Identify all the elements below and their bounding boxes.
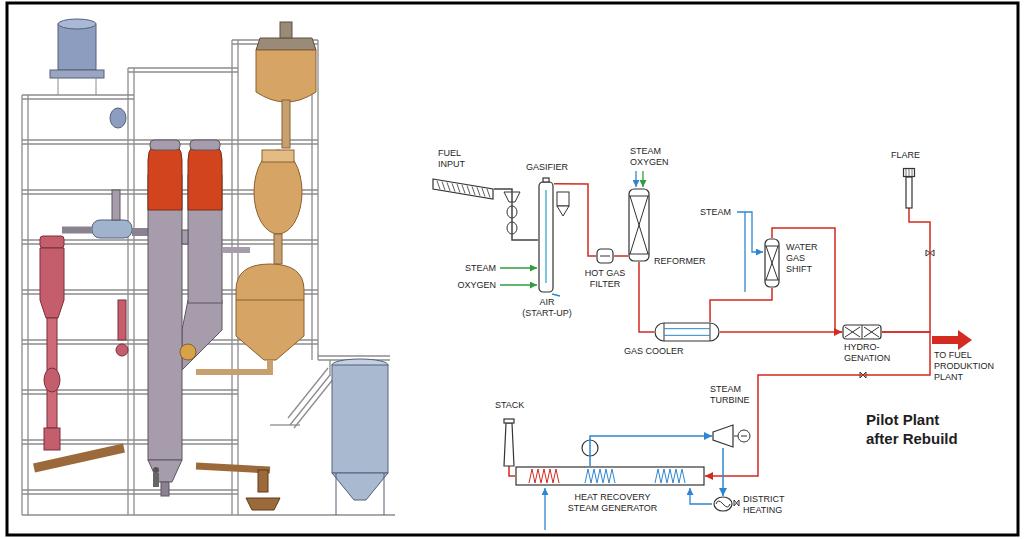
equipment-symbol	[628, 188, 650, 262]
pipe-connector	[772, 228, 842, 332]
equipment-label: DISTRICT HEATING	[743, 494, 795, 516]
screw-conveyor: FUEL INPUT	[432, 178, 494, 200]
pipe-connector	[720, 331, 842, 333]
stream-label: STEAM OXYGEN	[630, 146, 670, 168]
stream-label: STEAM	[700, 207, 736, 218]
equipment-symbol	[764, 238, 780, 288]
stack: STACK	[503, 418, 515, 466]
pipe-connector	[882, 208, 930, 332]
equipment-label: REFORMER	[654, 256, 714, 267]
pipe-connector	[705, 332, 930, 476]
stream-label: AIR (START-UP)	[522, 297, 572, 319]
equipment-label: STEAM TURBINE	[710, 384, 756, 406]
pipe-connector	[722, 448, 724, 496]
district-heat-exchanger: DISTRICT HEATING	[713, 496, 733, 512]
equipment-label: STACK	[495, 400, 535, 411]
heat-recovery-steam-generator: HEAT RECOVERY STEAM GENERATOR	[515, 466, 705, 486]
equipment-symbol	[712, 424, 734, 448]
stream-label: OXYGEN	[444, 280, 496, 291]
shift-reactor: WATER GAS SHIFT	[764, 238, 780, 288]
pipe-connector	[710, 288, 772, 322]
pipe-connector	[509, 466, 515, 476]
equipment-symbol	[903, 168, 915, 208]
equipment-label: GASIFIER	[526, 162, 586, 173]
equipment-symbol	[713, 496, 733, 512]
gas-cooler: GAS COOLER	[654, 322, 720, 342]
equipment-label: HOT GAS FILTER	[582, 268, 628, 290]
pipe-connector	[639, 262, 654, 332]
pipe-connector	[590, 436, 712, 466]
stream-label: STEAM	[458, 263, 496, 274]
steam-turbine: STEAM TURBINE	[712, 424, 734, 448]
pipe-connector	[494, 189, 538, 240]
equipment-label: FLARE	[891, 150, 931, 161]
equipment-symbol	[654, 322, 720, 342]
hydrogenation-reactor: HYDRO- GENATION	[842, 324, 882, 340]
equipment-label: HYDRO- GENATION	[844, 342, 899, 364]
gasifier-vessel: GASIFIER	[538, 178, 554, 293]
reformer-vessel: REFORMER	[628, 188, 650, 262]
flare-stack: FLARE	[903, 168, 915, 208]
equipment-label: WATER GAS SHIFT	[786, 242, 828, 275]
pipe-connector	[614, 255, 628, 257]
filter-vessel: HOT GAS FILTER	[596, 248, 614, 264]
equipment-symbol	[432, 178, 494, 200]
product-label: TO FUEL PRODUKTION PLANT	[934, 350, 1016, 383]
equipment-label: FUEL INPUT	[438, 148, 483, 170]
equipment-symbol	[596, 248, 614, 264]
plant-title: Pilot Plant after Rebuild	[866, 410, 974, 448]
equipment-symbol	[515, 466, 705, 486]
equipment-symbol	[842, 324, 882, 340]
equipment-label: HEAT RECOVERY STEAM GENERATOR	[565, 492, 660, 514]
equipment-symbol	[538, 178, 554, 293]
pipe-connector	[554, 184, 596, 256]
equipment-symbol	[503, 418, 515, 466]
equipment-label: GAS COOLER	[624, 346, 694, 357]
